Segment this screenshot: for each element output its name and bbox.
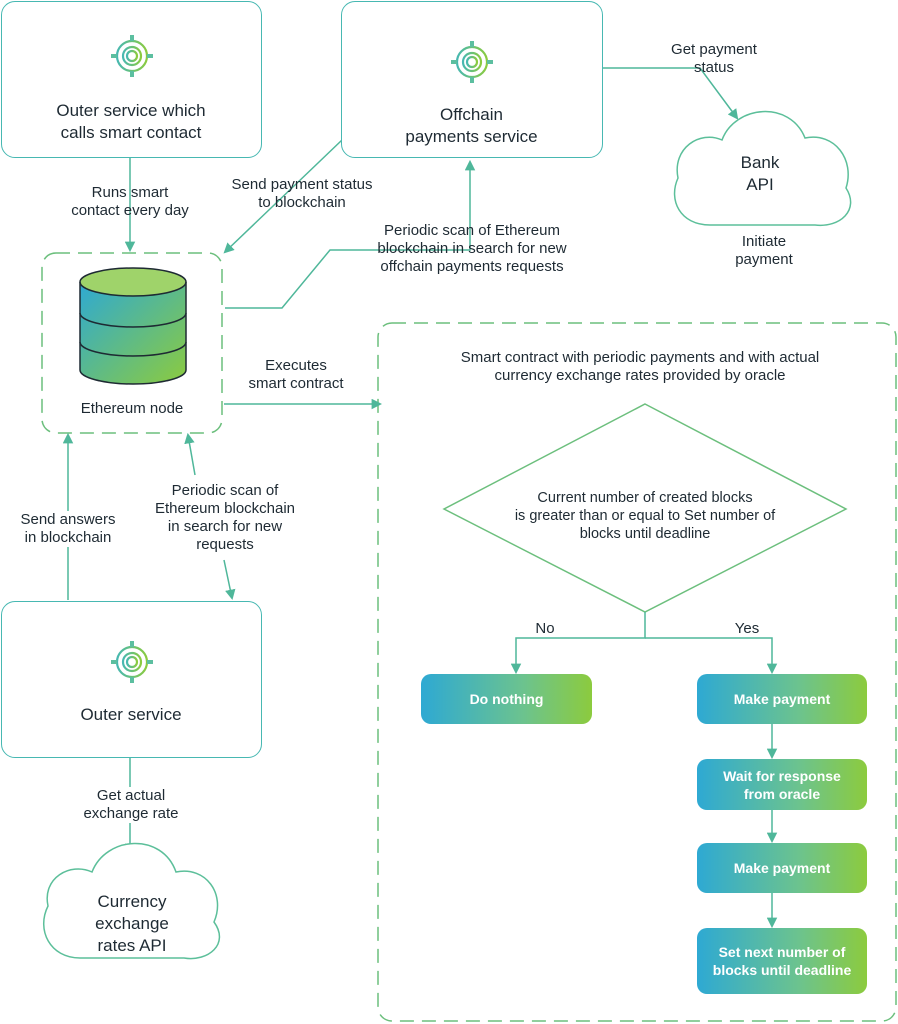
edge-label-periodic-scan-offchain: Periodic scan of Ethereum blockchain in … bbox=[377, 222, 567, 275]
currency-api-label: Currency exchange rates API bbox=[95, 892, 169, 955]
database-icon bbox=[79, 267, 187, 385]
ethereum-node-label: Ethereum node bbox=[80, 400, 184, 417]
outer-caller-box: Outer service which calls smart contact bbox=[1, 1, 262, 158]
edge-label-send-status: Send payment status to blockchain bbox=[231, 176, 373, 211]
edge-label-executes: Executes smart contract bbox=[248, 357, 344, 392]
decision-text: Current number of created blocks is grea… bbox=[514, 490, 776, 542]
set-next-deadline-step: Set next number of blocks until deadline bbox=[697, 928, 867, 994]
branch-no-label: No bbox=[535, 620, 555, 637]
edge-label-runs-daily: Runs smart contact every day bbox=[71, 184, 189, 219]
make-payment-step: Make payment bbox=[697, 674, 867, 724]
make-payment-step-2: Make payment bbox=[697, 843, 867, 893]
ethereum-node-frame bbox=[41, 252, 223, 434]
wait-oracle-step: Wait for response from oracle bbox=[697, 759, 867, 810]
edge-label-initiate-payment: Initiate payment bbox=[735, 233, 793, 268]
smart-contract-frame bbox=[377, 322, 897, 1022]
arrow-get-payment-status bbox=[602, 67, 739, 120]
arrow-send-status bbox=[223, 139, 343, 254]
branch-yes-label: Yes bbox=[734, 620, 760, 637]
edge-label-get-payment-status: Get payment status bbox=[671, 41, 757, 76]
gear-icon bbox=[451, 41, 493, 83]
edge-label-get-rate: Get actual exchange rate bbox=[66, 787, 196, 823]
gear-icon bbox=[111, 641, 153, 683]
offchain-box: Offchain payments service bbox=[341, 1, 603, 158]
cloud-icon bbox=[43, 842, 221, 960]
arrow-no bbox=[510, 612, 646, 675]
arrow-yes bbox=[645, 637, 778, 675]
contract-title: Smart contract with periodic payments an… bbox=[460, 349, 820, 384]
arrow-scan-down bbox=[223, 559, 236, 601]
arrow-periodic-scan-offchain bbox=[225, 159, 476, 309]
do-nothing-step: Do nothing bbox=[421, 674, 592, 724]
edge-label-send-answers: Send answers in blockchain bbox=[8, 511, 128, 547]
cloud-icon bbox=[673, 110, 852, 226]
gear-icon bbox=[111, 35, 153, 77]
outer-service-label: Outer service bbox=[80, 705, 182, 724]
outer-caller-label: Outer service which calls smart contact bbox=[56, 101, 206, 142]
arrow-scan-up bbox=[184, 432, 196, 476]
offchain-label: Offchain payments service bbox=[405, 105, 538, 146]
bank-api-label: Bank API bbox=[740, 153, 780, 194]
edge-label-periodic-scan-requests: Periodic scan of Ethereum blockchain in … bbox=[154, 482, 296, 553]
outer-service-box: Outer service bbox=[1, 601, 262, 758]
